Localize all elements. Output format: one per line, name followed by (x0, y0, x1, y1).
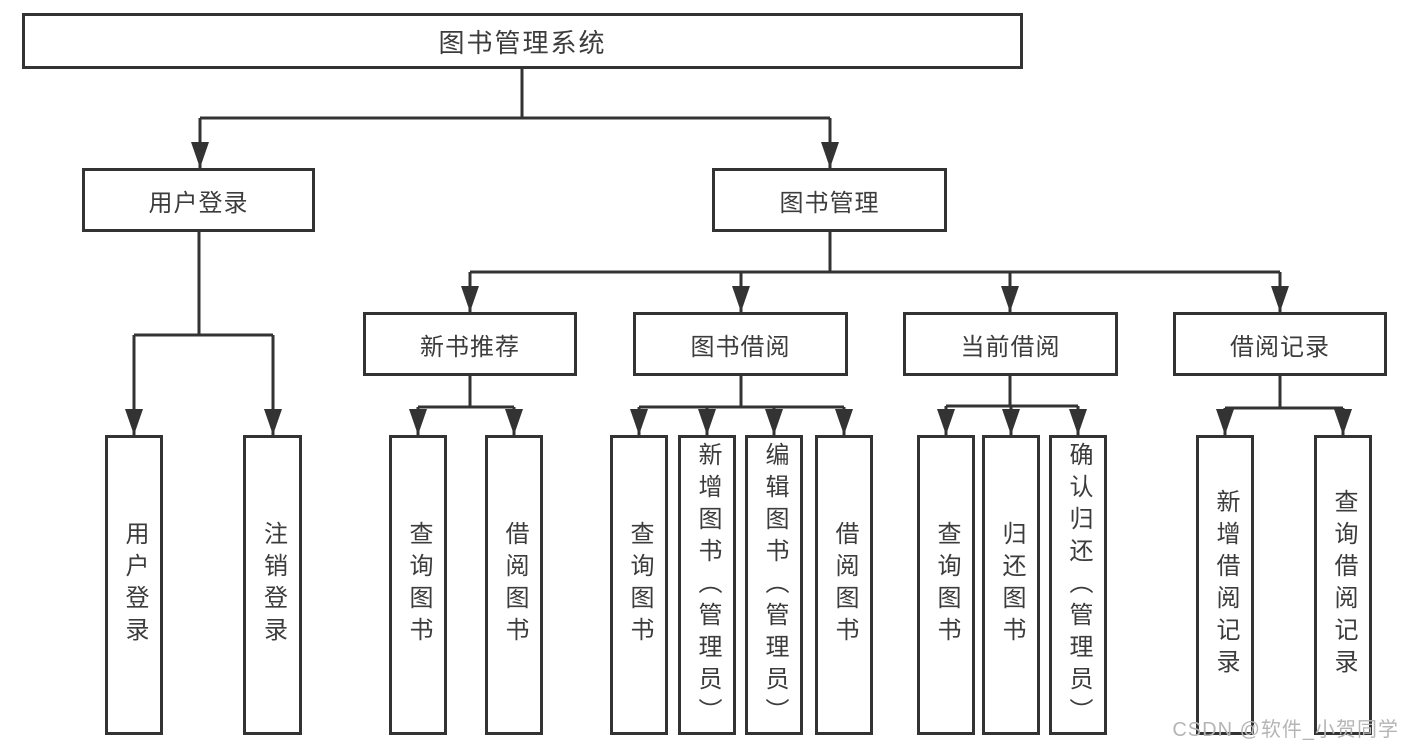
leaf-user-login: 用户登录 (105, 435, 163, 735)
node-new-book-recommend: 新书推荐 (363, 312, 577, 376)
watermark: CSDN @软件_小贺同学 (1172, 719, 1399, 741)
leaf-return-book: 归还图书 (982, 435, 1040, 735)
leaf-query-book-2: 查询图书 (610, 435, 668, 735)
node-current-borrow: 当前借阅 (903, 312, 1118, 376)
leaf-edit-book-admin: 编辑图书（管理员） (745, 435, 803, 735)
leaf-borrow-book-1: 借阅图书 (485, 435, 543, 735)
node-book-borrow: 图书借阅 (633, 312, 848, 376)
leaf-logout: 注销登录 (243, 435, 302, 735)
leaf-add-book-admin: 新增图书（管理员） (678, 435, 736, 735)
node-book-management: 图书管理 (712, 168, 947, 232)
leaf-query-book-3: 查询图书 (917, 435, 975, 735)
leaf-query-borrow-record: 查询借阅记录 (1314, 435, 1372, 735)
leaf-borrow-book-2: 借阅图书 (815, 435, 873, 735)
node-borrow-record: 借阅记录 (1173, 312, 1387, 376)
leaf-confirm-return-admin: 确认归还（管理员） (1049, 435, 1107, 735)
node-user-login: 用户登录 (82, 168, 315, 232)
leaf-add-borrow-record: 新增借阅记录 (1196, 435, 1254, 735)
node-root-system: 图书管理系统 (22, 13, 1023, 69)
arrowheads (125, 142, 1352, 435)
leaf-query-book-1: 查询图书 (389, 435, 447, 735)
